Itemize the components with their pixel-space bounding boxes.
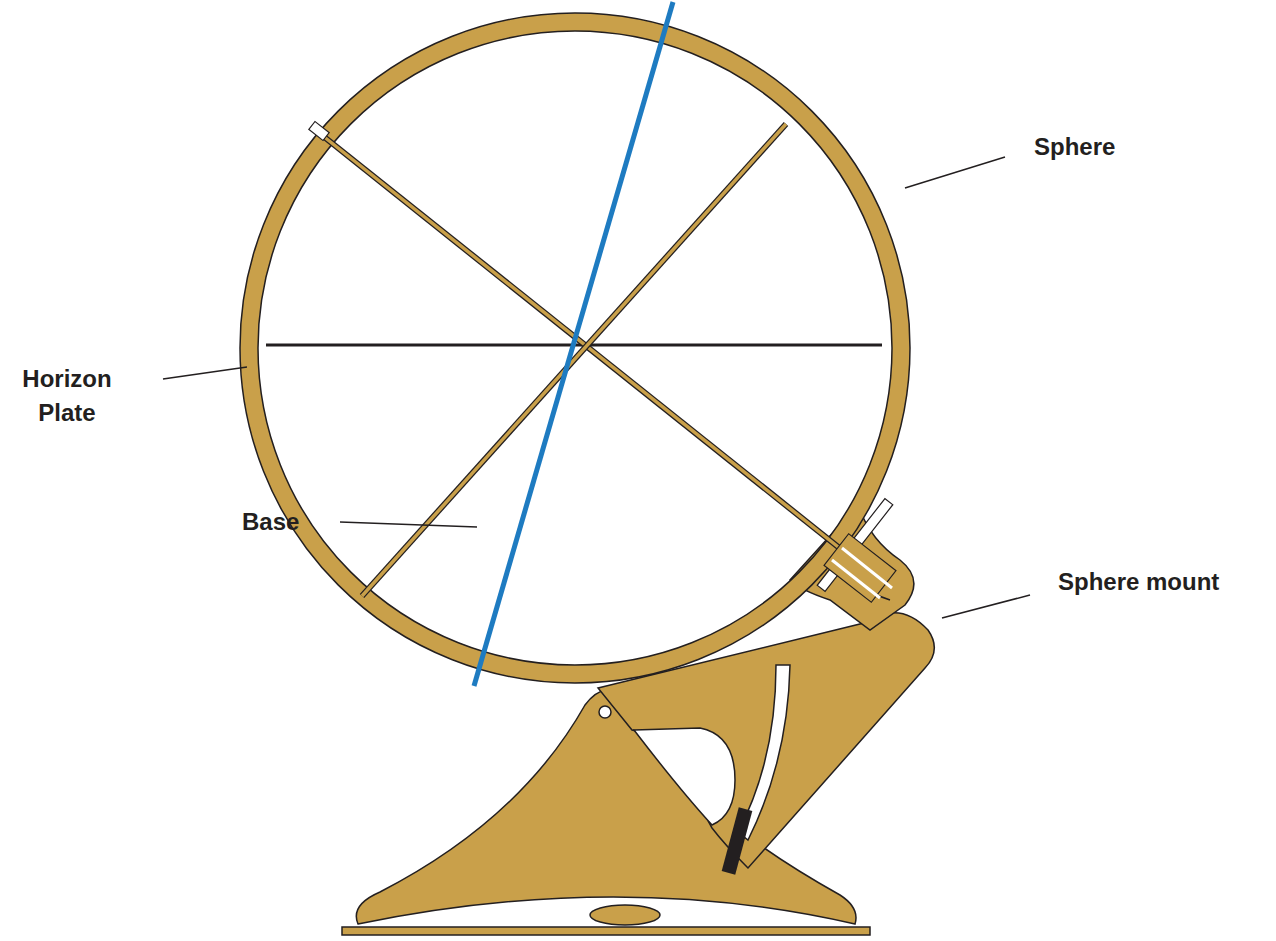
polar-axis <box>474 2 673 686</box>
base-plate <box>342 927 870 935</box>
leader-line <box>340 522 477 527</box>
leader-line <box>942 595 1030 618</box>
axis-bearing <box>824 534 896 602</box>
bearing-slot <box>832 560 880 598</box>
bearing-slot <box>842 548 892 588</box>
pivot-hole <box>599 706 611 718</box>
part-label: Horizon Plate <box>2 362 132 430</box>
mount-cutout <box>634 728 735 825</box>
leader-line <box>163 367 247 379</box>
clamp <box>309 122 329 141</box>
part-label: Sphere <box>1034 130 1154 164</box>
base-foot <box>590 905 660 925</box>
locking-knob <box>722 807 753 874</box>
sphere-mount <box>598 613 934 868</box>
leader-line <box>905 157 1005 188</box>
part-label: Base <box>242 505 332 539</box>
part-label: Sphere mount <box>1058 565 1268 599</box>
sphere-ring <box>240 13 910 683</box>
